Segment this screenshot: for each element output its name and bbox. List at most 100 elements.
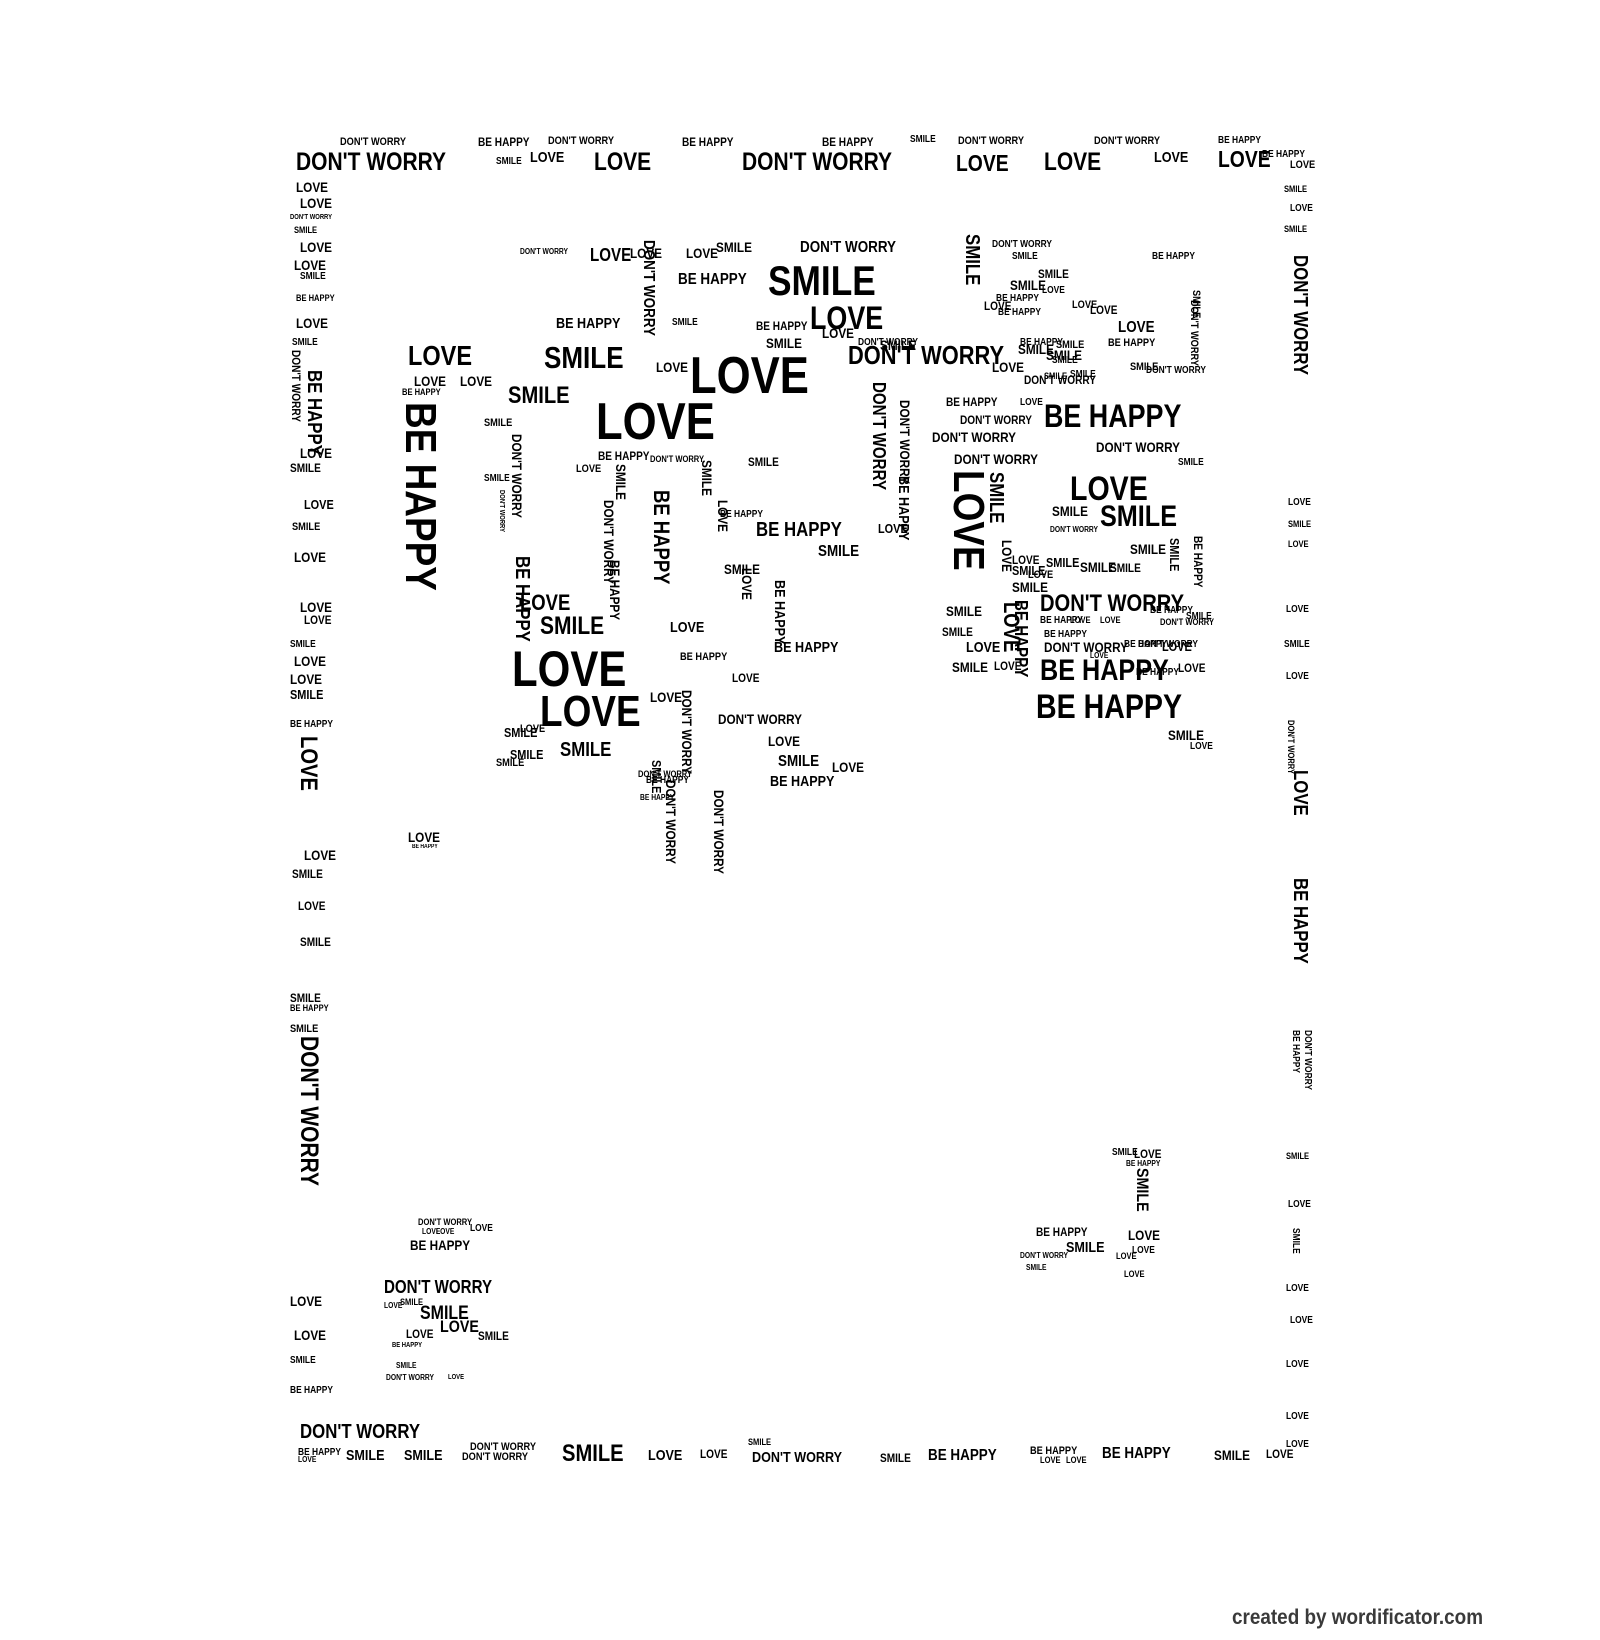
word-w4: DON'T WORRY xyxy=(384,1277,493,1297)
word-w2: SMILE xyxy=(910,134,936,145)
word-w4: DON'T WORRY xyxy=(954,451,1039,467)
word-w1: LOVE xyxy=(1134,1147,1162,1161)
word-w4: DON'T WORRY xyxy=(1160,617,1215,627)
word-w2: SMILE xyxy=(1186,611,1212,622)
word-w2: SMILE xyxy=(404,1447,443,1464)
word-w4: DON'T WORRY xyxy=(509,434,525,519)
word-w1: LOVE xyxy=(1100,615,1121,625)
word-w1: LOVE xyxy=(1154,149,1189,166)
word-w2: SMILE xyxy=(1052,503,1088,519)
word-w1: LOVE xyxy=(656,359,689,375)
word-w2: SMILE xyxy=(484,417,513,429)
word-w2: SMILE xyxy=(1178,457,1204,468)
word-w1: LOVE xyxy=(1286,604,1309,615)
word-w3: BE HAPPY xyxy=(296,293,335,303)
word-w1: LOVE xyxy=(300,239,333,255)
word-w1: LOVE xyxy=(878,521,908,536)
word-w2: SMILE xyxy=(294,225,318,235)
word-w1: LOVE xyxy=(440,1317,479,1336)
word-w1: LOVE xyxy=(1042,285,1065,296)
word-w3: BE HAPPY xyxy=(412,844,438,850)
word-w1: LOVE xyxy=(1218,146,1271,172)
word-w1: LOVE xyxy=(296,315,329,331)
word-w1: LOVE xyxy=(1288,539,1309,549)
word-w3: BE HAPPY xyxy=(646,775,689,786)
word-w2: SMILE xyxy=(346,1447,385,1464)
word-w2: SMILE xyxy=(985,472,1007,524)
word-w3: BE HAPPY xyxy=(822,135,874,149)
word-w4: DON'T WORRY xyxy=(650,454,705,464)
word-w1: LOVE xyxy=(520,723,546,735)
word-w2: SMILE xyxy=(1046,555,1080,570)
word-w2: SMILE xyxy=(1290,1228,1301,1254)
word-w1: LOVE xyxy=(1288,497,1311,508)
word-w4: DON'T WORRY xyxy=(858,337,919,348)
word-w3: BE HAPPY xyxy=(1044,629,1087,640)
word-w4: DON'T WORRY xyxy=(418,1217,473,1227)
word-w1: LOVE xyxy=(1090,303,1118,317)
word-w1: LOVE xyxy=(1190,741,1213,752)
word-w2: SMILE xyxy=(1288,519,1312,529)
word-w2: SMILE xyxy=(1214,1447,1250,1463)
word-w2: SMILE xyxy=(1044,371,1068,381)
word-w4: DON'T WORRY xyxy=(300,1421,421,1443)
word-w1: LOVE xyxy=(1012,553,1040,567)
word-w1: LOVE xyxy=(768,733,801,749)
word-w3: BE HAPPY xyxy=(1040,615,1083,626)
word-w1: LOVE xyxy=(1288,1199,1311,1210)
word-w2: SMILE xyxy=(1284,184,1308,194)
word-w2: SMILE xyxy=(300,271,326,282)
word-w2: SMILE xyxy=(672,317,698,328)
word-w1: LOVE xyxy=(414,373,447,389)
word-w3: BE HAPPY xyxy=(1218,135,1261,146)
word-w3: BE HAPPY xyxy=(1030,1445,1078,1457)
word-w3: BE HAPPY xyxy=(756,319,808,333)
word-w2: SMILE xyxy=(1010,277,1046,293)
word-w4: DON'T WORRY xyxy=(296,148,447,176)
word-w1: LOVE xyxy=(1266,1447,1294,1461)
word-w1: LOVE xyxy=(300,445,333,461)
word-w3: BE HAPPY xyxy=(1044,398,1182,434)
word-w1: LOVE xyxy=(512,641,627,697)
word-w2: SMILE xyxy=(484,473,510,484)
word-w1: LOVE xyxy=(296,179,329,195)
word-w1: LOVE xyxy=(294,1327,327,1343)
word-w4: DON'T WORRY xyxy=(289,350,303,423)
word-w2: SMILE xyxy=(560,739,612,761)
word-w2: SMILE xyxy=(1012,251,1038,262)
word-w3: BE HAPPY xyxy=(774,639,839,656)
word-w2: SMILE xyxy=(1046,347,1082,363)
word-w2: SMILE xyxy=(1066,1239,1105,1256)
word-w1: LOVE xyxy=(1178,661,1206,675)
word-w1: LOVE xyxy=(650,689,683,705)
word-w1: LOVE xyxy=(992,359,1025,375)
word-w2: SMILE xyxy=(880,1451,911,1465)
word-w3: BE HAPPY xyxy=(1102,1445,1171,1462)
word-w2: SMILE xyxy=(292,521,321,533)
word-w4: DON'T WORRY xyxy=(711,790,727,875)
word-w2: SMILE xyxy=(1167,538,1182,572)
word-w1: LOVE xyxy=(1124,1269,1145,1279)
word-w3: BE HAPPY xyxy=(556,315,621,332)
word-w4: DON'T WORRY xyxy=(1024,373,1097,387)
word-w3: BE HAPPY xyxy=(1124,639,1167,650)
word-w4: DON'T WORRY xyxy=(1040,590,1185,617)
word-w3: BE HAPPY xyxy=(392,1342,423,1349)
word-w1: LOVE xyxy=(944,470,993,571)
word-w1: LOVE xyxy=(406,1327,434,1341)
word-w2: SMILE xyxy=(1070,369,1096,380)
word-w2: SMILE xyxy=(1018,341,1054,357)
word-w1: LOVE xyxy=(700,1447,728,1461)
word-w2: SMILE xyxy=(1130,361,1159,373)
word-w1: LOVE xyxy=(448,1374,465,1381)
word-w2: SMILE xyxy=(1284,639,1310,650)
word-w4: DON'T WORRY xyxy=(800,239,897,256)
word-w4: DON'T WORRY xyxy=(462,1451,529,1463)
word-w3: BE HAPPY xyxy=(928,1447,997,1464)
word-w4: DON'T WORRY xyxy=(1302,1030,1313,1091)
word-w3: BE HAPPY xyxy=(1036,688,1183,726)
word-w4: DON'T WORRY xyxy=(1289,255,1311,376)
word-w2: SMILE xyxy=(1012,563,1046,578)
word-w3: BE HAPPY xyxy=(1262,149,1305,160)
word-w1: LOVE xyxy=(732,671,760,685)
